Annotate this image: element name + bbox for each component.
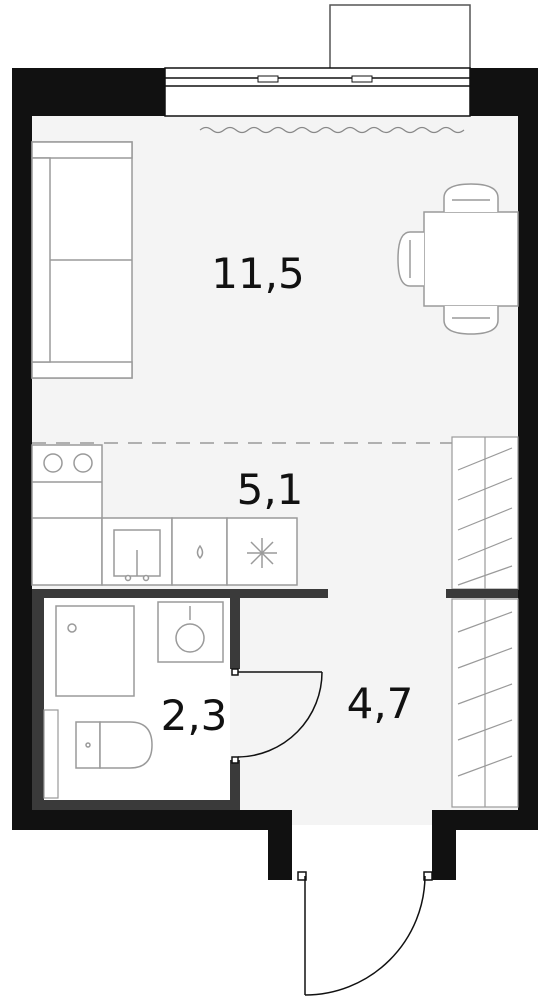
washing-machine: [157, 601, 224, 663]
balcony-outline: [329, 4, 471, 71]
partition-walls: [32, 589, 518, 810]
living-room-area-label: 11,5: [211, 249, 305, 298]
bathroom-door: [231, 668, 323, 764]
curtain: [199, 126, 465, 134]
dining-table: [397, 183, 519, 335]
bathroom-panel: [43, 709, 59, 799]
sofa: [31, 141, 133, 379]
window: [164, 67, 471, 117]
shower-tray: [55, 605, 135, 697]
kitchen-counter: [31, 444, 298, 586]
toilet: [75, 721, 153, 769]
outer-walls: [12, 68, 538, 880]
bathroom-area-label: 2,3: [161, 691, 228, 740]
kitchen-area-label: 5,1: [237, 465, 304, 514]
wardrobe: [451, 436, 519, 808]
hallway-area-label: 4,7: [347, 679, 414, 728]
entrance-door: [297, 871, 433, 996]
